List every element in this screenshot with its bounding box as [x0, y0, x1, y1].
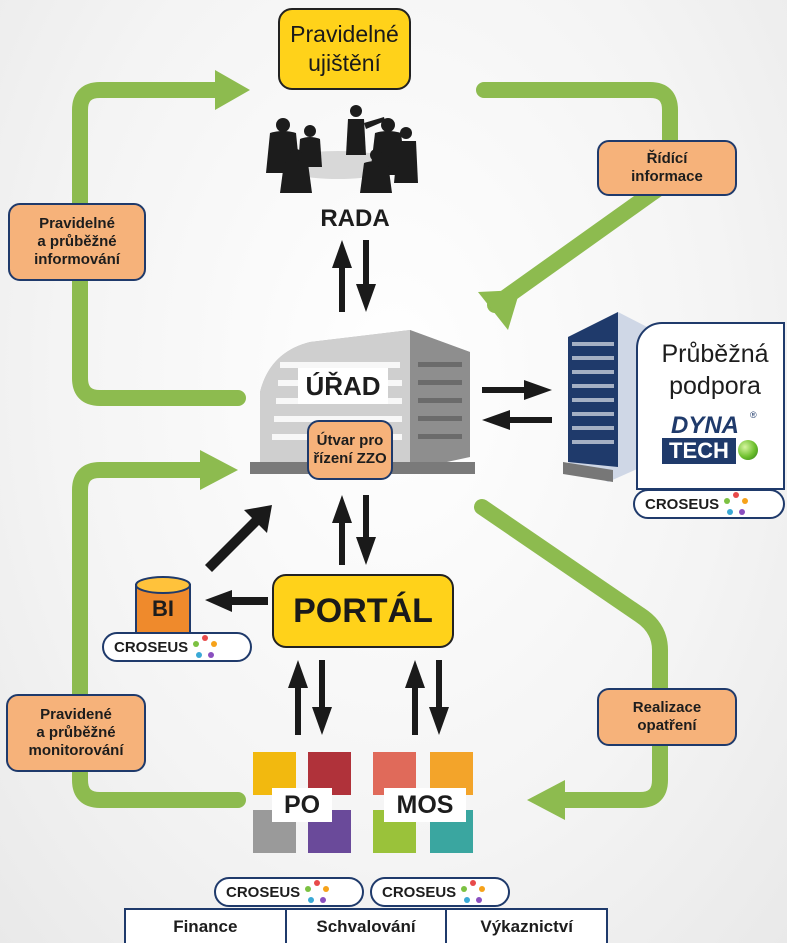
arrow-head-bottom-left	[200, 450, 238, 490]
edge-label-right-top: Řídící informace	[597, 140, 737, 196]
assurance-box: Pravidelné ujištění	[278, 8, 411, 90]
dynatech-bottom: TECH	[662, 438, 736, 464]
arrow-head-top-right	[478, 290, 520, 330]
dynatech-logo: DYNA ® TECH	[662, 410, 762, 468]
croseus-ring-icon	[724, 492, 749, 515]
support-label-line1: Průběžná	[661, 340, 769, 368]
tile-people-icon	[373, 752, 416, 795]
croseus-label: CROSEUS	[382, 883, 457, 901]
po-label: PO	[272, 788, 332, 822]
croseus-badge-po: CROSEUS	[214, 877, 364, 907]
tile-people-icon	[308, 752, 351, 795]
footer-cell-reporting: Výkaznictví	[480, 916, 573, 936]
tile-people-icon	[253, 752, 296, 795]
croseus-badge-support: CROSEUS	[633, 489, 785, 519]
unit-box: Útvar pro řízení ZZO	[307, 420, 393, 480]
edge-label-left-bottom: Pravidené a průběžné monitorování	[6, 694, 146, 772]
council-label: RADA	[320, 205, 390, 232]
meeting-people-icon	[266, 105, 418, 193]
mos-label: MOS	[384, 788, 466, 822]
edge-label-right-bottom: Realizace opatření	[597, 688, 737, 746]
croseus-label: CROSEUS	[114, 638, 189, 656]
croseus-ring-icon	[461, 880, 486, 903]
arrow-head-top-left	[215, 70, 250, 110]
croseus-ring-icon	[305, 880, 330, 903]
croseus-label: CROSEUS	[226, 883, 301, 901]
arrow-left-bottom	[72, 462, 246, 808]
footer-cell-approval: Schvalování	[287, 910, 448, 943]
dynatech-top: DYNA	[670, 412, 739, 439]
arrow-head-bottom-right	[527, 780, 565, 820]
croseus-label: CROSEUS	[645, 495, 720, 513]
footer-table: Finance Schvalování Výkaznictví	[124, 908, 608, 943]
croseus-badge-mos: CROSEUS	[370, 877, 510, 907]
portal-box: PORTÁL	[272, 574, 454, 648]
edge-label-left-top: Pravidelné a průběžné informování	[8, 203, 146, 281]
dynatech-registered: ®	[750, 410, 757, 420]
dynatech-globe-icon	[738, 440, 758, 460]
croseus-ring-icon	[193, 635, 218, 658]
bi-label: BI	[152, 596, 174, 621]
office-label: ÚŘAD	[298, 368, 388, 404]
croseus-badge-bi: CROSEUS	[102, 632, 252, 662]
footer-cell-finance: Finance	[126, 910, 287, 943]
tower-building-icon	[563, 312, 653, 482]
support-label-line2: podpora	[669, 372, 761, 400]
tile-people-icon	[430, 752, 473, 795]
